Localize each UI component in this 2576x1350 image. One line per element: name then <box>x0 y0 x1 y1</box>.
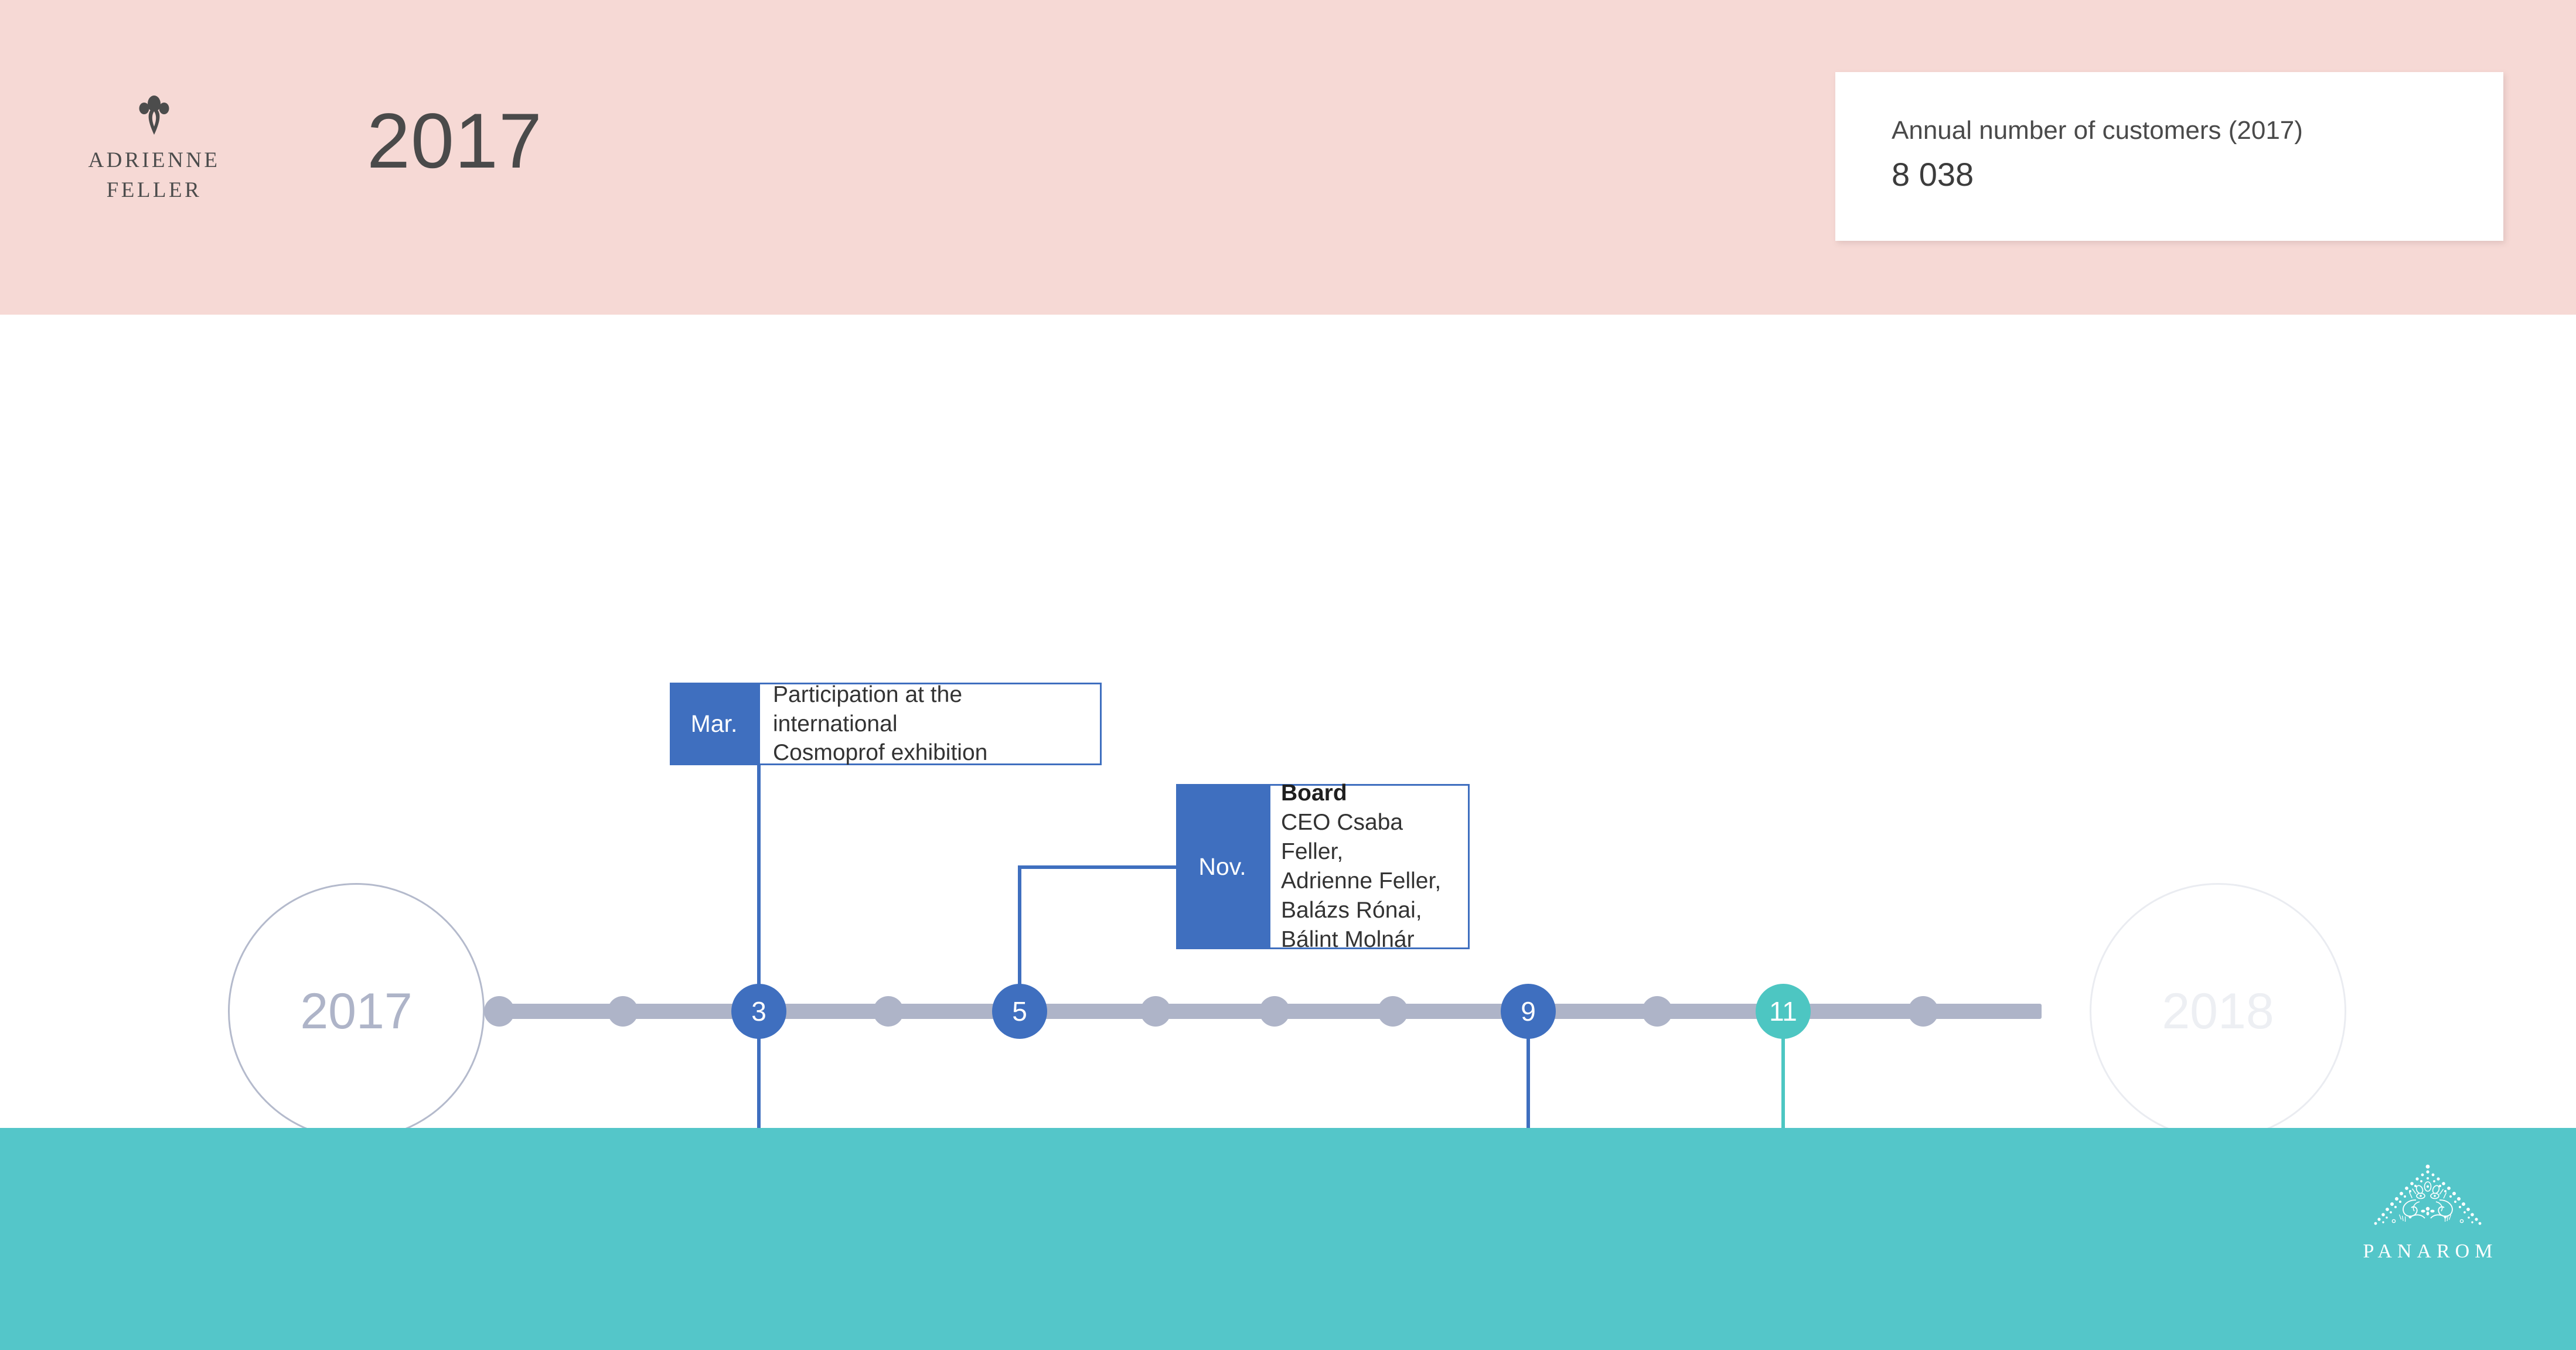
timeline-node-9[interactable]: 9 <box>1501 984 1556 1039</box>
connector-node3-up <box>757 734 761 1011</box>
timeline-node-5[interactable]: 5 <box>992 984 1047 1039</box>
month-dot-8 <box>1378 996 1408 1027</box>
ornamental-arch-icon <box>2374 1164 2482 1225</box>
timeline-node-9-label: 9 <box>1521 996 1536 1027</box>
event-card-board-november[interactable]: Nov. Board CEO Csaba Feller, Adrienne Fe… <box>1176 780 1470 952</box>
event-month-board-november: Nov. <box>1176 784 1269 949</box>
event-month-cosmoprof: Mar. <box>670 683 758 765</box>
stat-card: Annual number of customers (2017) 8 038 <box>1835 72 2503 241</box>
brand-name: ADRIENNE FELLER <box>88 148 220 203</box>
event-text-board-november: CEO Csaba Feller, Adrienne Feller, Baláz… <box>1281 810 1442 952</box>
stat-label: Annual number of customers (2017) <box>1892 116 2303 145</box>
event-text-cosmoprof: Participation at the international Cosmo… <box>773 681 988 766</box>
connector-node5-up <box>1018 865 1021 1011</box>
footer-band: PANAROM <box>0 1128 2576 1350</box>
year-circle-start: 2017 <box>228 883 485 1140</box>
flower-petal-icon <box>139 96 169 135</box>
timeline-node-11-label: 11 <box>1769 996 1797 1027</box>
month-dot-6 <box>1140 996 1171 1027</box>
timeline-node-3[interactable]: 3 <box>731 984 786 1039</box>
header-band: ADRIENNE FELLER 2017 Annual number of cu… <box>0 0 2576 315</box>
timeline-node-3-label: 3 <box>751 996 766 1027</box>
month-dot-2 <box>608 996 638 1027</box>
year-circle-end: 2018 <box>2090 883 2346 1140</box>
timeline-node-11[interactable]: 11 <box>1756 984 1811 1039</box>
timeline: 2017 2018 3 5 9 <box>0 315 2576 1331</box>
connector-node5-right <box>1018 865 1176 869</box>
month-dot-1 <box>484 996 514 1027</box>
month-dot-10 <box>1642 996 1672 1027</box>
connector-node9-down <box>1526 1011 1530 1133</box>
month-dot-12 <box>1908 996 1938 1027</box>
panarom-logo: PANAROM <box>2349 1163 2507 1263</box>
event-title-board-november: Board <box>1281 780 1347 806</box>
panarom-wordmark: PANAROM <box>2363 1240 2498 1262</box>
event-card-cosmoprof[interactable]: Mar. Participation at the international … <box>670 681 1102 766</box>
month-dot-7 <box>1259 996 1290 1027</box>
month-dot-4 <box>873 996 904 1027</box>
stat-value: 8 038 <box>1892 156 1974 193</box>
timeline-node-5-label: 5 <box>1012 996 1027 1027</box>
page-title: 2017 <box>367 98 543 185</box>
adrienne-feller-logo: ADRIENNE FELLER <box>75 94 233 205</box>
